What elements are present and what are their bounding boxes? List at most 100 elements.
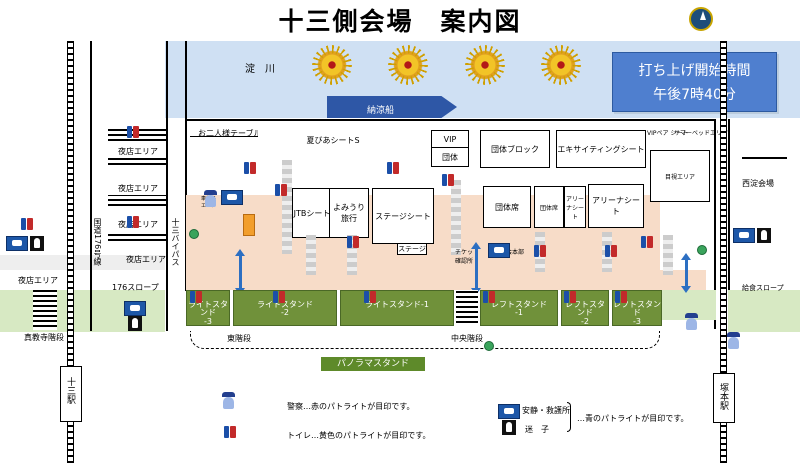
compass-icon	[689, 7, 713, 31]
boat-arrow	[327, 96, 457, 118]
arena-sheet-small: アリー ナシート	[564, 186, 586, 228]
group-seat: 団体席	[483, 186, 531, 228]
first-aid-icon	[221, 190, 243, 205]
boat-label: 納涼船	[367, 106, 395, 116]
green-marker-icon	[697, 245, 707, 255]
stand-light3-label: ライトスタンド -3	[188, 300, 228, 326]
green-marker-icon	[189, 229, 199, 239]
first-aid-icon	[124, 301, 146, 316]
green-marker-icon	[484, 341, 494, 351]
blue-arrow	[681, 253, 691, 293]
yomise-stall	[108, 232, 166, 244]
toilet-icon	[441, 174, 454, 186]
center-stairs-label: 中央階段	[451, 334, 483, 343]
firework-icon	[465, 45, 505, 85]
hq-label: 大会本部	[500, 249, 525, 256]
yomise-label: 夜店エリア	[126, 255, 166, 264]
toilet-icon	[614, 291, 627, 303]
stage-sheet: ステージシート	[372, 188, 434, 244]
exciting-sheet: エキサイティングシート	[556, 130, 646, 168]
stand-left-3: レフトスタンド -3	[612, 290, 662, 326]
firework-icon	[312, 45, 352, 85]
bypass-label: 十三バイパス	[171, 218, 180, 266]
walkway	[663, 235, 673, 275]
summer-sheet-label: 夏びあシートS	[306, 135, 360, 145]
yomiuri-sheet: よみうり 旅行	[329, 188, 369, 238]
police-icon	[684, 313, 699, 331]
jtb-sheet: JTBシート	[292, 188, 332, 238]
firework-icon	[388, 45, 428, 85]
toilet-icon	[604, 245, 617, 257]
juso-station-label: 十三駅	[65, 377, 75, 404]
juso-station[interactable]	[60, 366, 82, 422]
arena-small-label: アリー ナシート	[565, 195, 584, 221]
toilet-icon	[274, 184, 287, 196]
stairs	[33, 290, 57, 330]
group-block-label: 団体ブロック	[491, 144, 539, 154]
stand-light-1: ライトスタンド-1	[340, 290, 454, 326]
jtb-sheet-label: JTBシート	[293, 208, 331, 218]
firework-icon	[541, 45, 581, 85]
tsukamoto-station-label: 塚本駅	[718, 383, 728, 410]
toilet-icon	[640, 236, 653, 248]
yomise-label: 夜店エリア	[18, 276, 58, 285]
yomise-label: 夜店エリア	[118, 147, 158, 156]
legend-toilet-text: トイレ…黄色のパトライトが目印です。	[287, 431, 431, 440]
legend-lost-child-icon	[502, 420, 516, 435]
group-seat-label: 団体席	[495, 202, 519, 212]
start-time-box: 打ち上げ開始時間 午後7時40分	[612, 52, 777, 112]
stage-label: ステージ	[398, 245, 426, 253]
walkway	[451, 180, 461, 255]
legend-safety-text: 安静・救護所	[522, 406, 570, 415]
start-time-line1: 打ち上げ開始時間	[638, 63, 751, 79]
group-label: 団体	[442, 152, 458, 162]
left-road-area	[0, 41, 165, 331]
river-label: 淀 川	[245, 64, 275, 75]
stand-left3-label: レフトスタンド -3	[613, 300, 661, 326]
toilet-icon	[272, 291, 285, 303]
exciting-sheet-label: エキサイティングシート	[557, 144, 645, 154]
route-dashed	[190, 331, 660, 349]
blue-arrow	[471, 242, 481, 295]
arena-sheet-label: アリーナシート	[592, 196, 640, 216]
vip-label: VIP	[443, 134, 457, 144]
stand-light2-label: ライトスタンド -2	[257, 300, 313, 318]
group-seat2: 団体席	[534, 186, 564, 228]
first-aid-icon	[6, 236, 28, 251]
toilet-icon	[363, 291, 376, 303]
yomise-label: 夜店エリア	[118, 184, 158, 193]
legend-police-text: 警察…赤のパトライトが目印です。	[287, 402, 415, 411]
blue-arrow	[235, 249, 245, 295]
summer-sheet: 夏びあシートS	[258, 125, 408, 155]
arena-sheet: アリーナシート	[588, 184, 644, 228]
start-time-line2: 午後7時40分	[653, 87, 736, 103]
stand-left-2: レフトスタンド -2	[561, 290, 609, 326]
page-title: 十三側会場 案内図	[278, 7, 522, 36]
panorama-stand: パノラマスタンド	[321, 357, 425, 371]
toilet-icon	[533, 245, 546, 257]
stage: ステージ	[397, 243, 427, 255]
first-aid-icon	[488, 243, 510, 258]
lost-child-icon	[30, 236, 44, 251]
legend-lost-child-text: 迷 子	[525, 425, 549, 434]
group-block: 団体ブロック	[480, 130, 550, 168]
route176-label: 国道176号線	[93, 218, 102, 266]
toilet-icon	[482, 291, 495, 303]
legend-first-aid-icon	[498, 404, 520, 419]
tsukamoto-station[interactable]	[713, 373, 735, 423]
kanteki-label: 目視エリア	[664, 173, 695, 181]
yomise-stall	[108, 195, 166, 209]
stand-light-2: ライトスタンド -2	[233, 290, 337, 326]
yomise-stall	[108, 158, 166, 168]
east-stairs-label: 東階段	[227, 334, 251, 343]
toilet-icon	[346, 236, 359, 248]
nishiyodo-label: 西淀会場	[742, 179, 774, 188]
group-seat2-label: 団体席	[539, 204, 558, 212]
legend-police-icon	[221, 392, 236, 410]
stand-light1-label: ライトスタンド-1	[365, 300, 429, 309]
nishiyodo-stalls	[742, 154, 787, 162]
walkway	[306, 235, 316, 275]
toilet-icon	[126, 126, 139, 138]
toilet-icon	[126, 216, 139, 228]
railway-line	[67, 41, 74, 463]
